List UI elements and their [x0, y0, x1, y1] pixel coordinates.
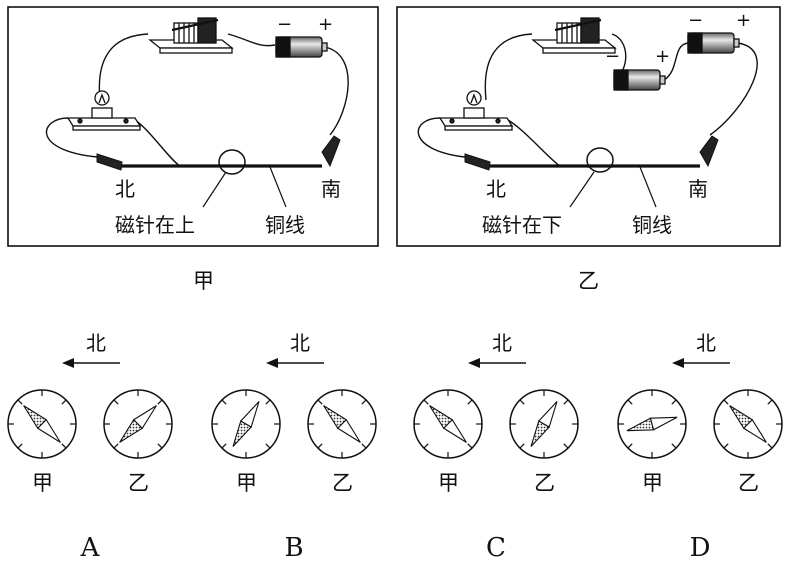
panel-caption-yi: 乙 — [578, 269, 599, 293]
compass-icon — [713, 389, 783, 459]
panel-caption-jia: 甲 — [193, 269, 214, 293]
compass-label: 甲 — [32, 471, 53, 495]
battery-icon — [687, 32, 740, 54]
north-direction-label: 北 — [492, 331, 512, 355]
north-direction-label: 北 — [290, 331, 310, 355]
circuit-wires — [45, 33, 349, 167]
battery-minus-label: − — [605, 46, 620, 67]
north-arrow-icon — [468, 358, 526, 368]
circuit-wires — [417, 33, 758, 167]
compass-needle — [530, 401, 558, 447]
compass-needle — [729, 405, 767, 443]
compass-label: 甲 — [642, 471, 663, 495]
north-label: 北 — [486, 177, 506, 201]
north-label: 北 — [115, 177, 135, 201]
magnetic-needle-ring — [218, 149, 246, 175]
compass-icon — [103, 389, 173, 459]
magnetic-needle-ring — [586, 147, 614, 173]
option-a: 北甲 乙 A — [7, 331, 173, 563]
wire-label: 铜线 — [265, 213, 305, 237]
battery-plus-label: + — [318, 14, 333, 35]
option-letter: C — [486, 533, 506, 563]
compass-icon — [413, 389, 483, 459]
needle-south-half — [336, 418, 361, 443]
needle-south-half — [132, 405, 157, 430]
compass-label: 乙 — [128, 471, 149, 495]
option-d: 北甲 乙 D — [617, 331, 783, 563]
north-direction-label: 北 — [696, 331, 716, 355]
wire-label: 铜线 — [632, 213, 672, 237]
needle-position-label: 磁针在上 — [115, 213, 195, 237]
panel-yi: − + − + 北 南 磁针在下 铜线 — [396, 6, 781, 247]
compass-icon — [7, 389, 77, 459]
needle-south-half — [742, 418, 767, 443]
compass-icon — [211, 389, 281, 459]
needle-south-half — [442, 418, 467, 443]
needle-south-half — [239, 401, 260, 428]
compass-needle — [232, 401, 260, 447]
option-c: 北甲 乙 C — [413, 331, 579, 563]
north-arrow-icon — [672, 358, 730, 368]
battery-plus-label: + — [655, 46, 670, 67]
battery-minus-label: − — [277, 14, 292, 35]
switch-device — [531, 17, 617, 54]
panel-frame — [7, 6, 379, 247]
option-letter: A — [80, 533, 101, 563]
north-arrow-icon — [266, 358, 324, 368]
compass-label: 乙 — [332, 471, 353, 495]
north-arrow-icon — [62, 358, 120, 368]
panel-frame — [396, 6, 781, 247]
needle-south-half — [36, 418, 61, 443]
compass-label: 甲 — [438, 471, 459, 495]
south-label: 南 — [321, 177, 341, 201]
compass-icon — [509, 389, 579, 459]
battery-minus-label: − — [688, 10, 703, 31]
needle-position-label: 磁针在下 — [482, 213, 562, 237]
compass-needle — [626, 416, 678, 432]
switch-device — [148, 17, 234, 54]
option-letter: B — [284, 533, 303, 563]
compass-label: 乙 — [534, 471, 555, 495]
light-bulb-icon — [438, 90, 514, 131]
battery-plus-label: + — [736, 10, 751, 31]
compass-label: 甲 — [236, 471, 257, 495]
south-label: 南 — [688, 177, 708, 201]
option-letter: D — [690, 533, 711, 563]
north-direction-label: 北 — [86, 331, 106, 355]
panel-jia: − + 北 南 磁针在上 铜线 — [7, 6, 379, 247]
battery-icon — [275, 36, 328, 58]
battery-icon — [613, 69, 666, 91]
compass-label: 乙 — [738, 471, 759, 495]
needle-south-half — [649, 416, 678, 431]
option-b: 北甲 乙 B — [211, 331, 377, 563]
compass-needle — [119, 405, 157, 443]
compass-needle — [23, 405, 61, 443]
light-bulb-icon — [66, 90, 142, 131]
compass-needle — [429, 405, 467, 443]
needle-south-half — [537, 401, 558, 428]
compass-icon — [617, 389, 687, 459]
compass-icon — [307, 389, 377, 459]
answer-options: 北甲 乙 A 北甲 乙 B 北甲 乙 C 北甲 乙 D — [7, 331, 783, 563]
compass-needle — [323, 405, 361, 443]
copper-wire — [96, 135, 341, 171]
